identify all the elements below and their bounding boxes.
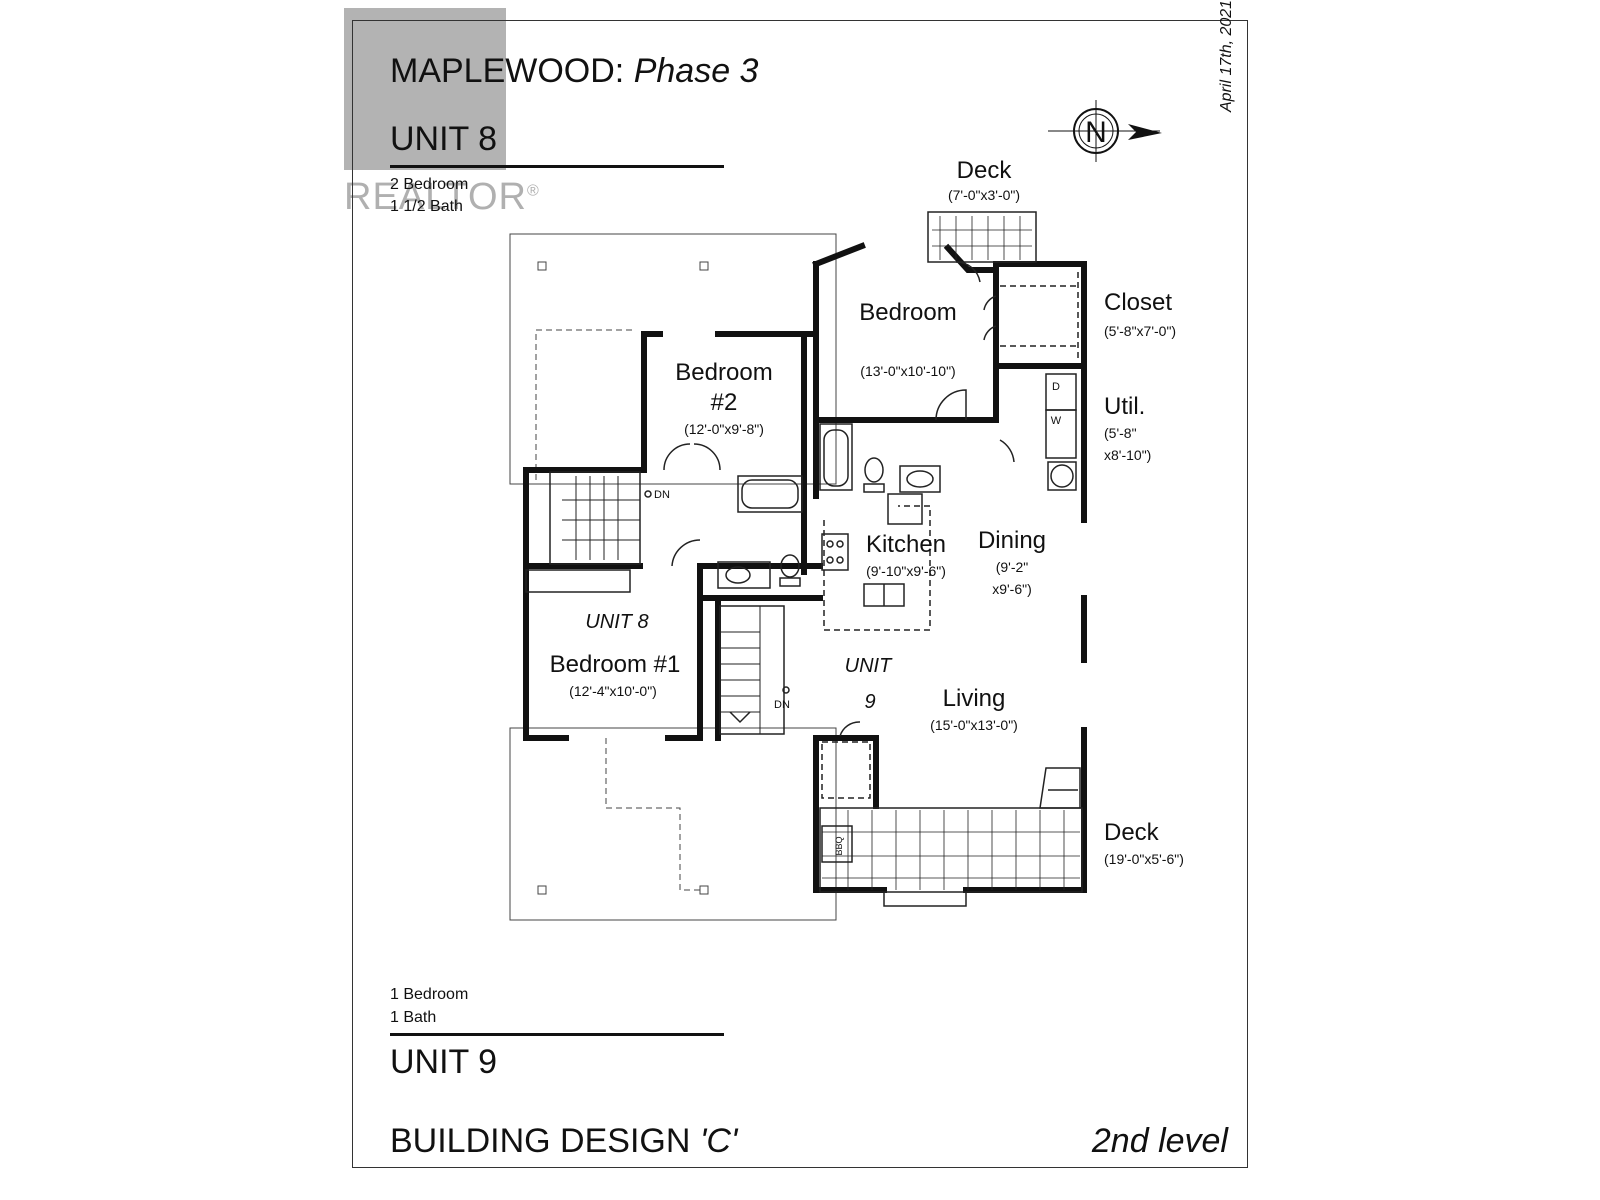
realtor-watermark-logo bbox=[344, 8, 506, 170]
svg-text:#2: #2 bbox=[711, 389, 738, 416]
unit-9-title: UNIT 9 bbox=[390, 1043, 498, 1081]
svg-text:Deck: Deck bbox=[1104, 819, 1160, 846]
room-labels: Deck (7'-0"x3'-0") Bedroom (13'-0"x10'-1… bbox=[550, 157, 1184, 867]
project-title: MAPLEWOOD: Phase 3 bbox=[390, 52, 759, 90]
building-design-label: BUILDING DESIGN 'C' bbox=[390, 1122, 738, 1160]
svg-text:Bedroom #1: Bedroom #1 bbox=[550, 651, 681, 678]
svg-text:9: 9 bbox=[864, 691, 875, 713]
svg-text:(15'-0"x13'-0"): (15'-0"x13'-0") bbox=[930, 717, 1018, 733]
svg-text:Closet: Closet bbox=[1104, 289, 1172, 316]
svg-text:(5'-8"x7'-0"): (5'-8"x7'-0") bbox=[1104, 323, 1176, 339]
svg-text:N: N bbox=[1085, 116, 1107, 149]
svg-text:(19'-0"x5'-6"): (19'-0"x5'-6") bbox=[1104, 851, 1184, 867]
unit-9-bedrooms: 1 Bedroom bbox=[390, 986, 469, 1003]
unit-9-overline bbox=[390, 1033, 724, 1036]
exterior-walls bbox=[523, 242, 1087, 893]
level-label: 2nd level bbox=[1091, 1122, 1228, 1160]
svg-text:UNIT: UNIT bbox=[845, 655, 893, 677]
svg-text:x9'-6"): x9'-6") bbox=[992, 581, 1032, 597]
svg-text:Bedroom: Bedroom bbox=[675, 359, 772, 386]
svg-text:Kitchen: Kitchen bbox=[866, 531, 946, 558]
svg-text:(12'-4"x10'-0"): (12'-4"x10'-0") bbox=[569, 683, 657, 699]
svg-text:(9'-10"x9'-6"): (9'-10"x9'-6") bbox=[866, 563, 946, 579]
realtor-watermark-text: REALTOR® bbox=[344, 176, 540, 218]
top-deck bbox=[927, 211, 1037, 263]
svg-text:UNIT 8: UNIT 8 bbox=[585, 611, 648, 633]
svg-text:(12'-0"x9'-8"): (12'-0"x9'-8") bbox=[684, 421, 764, 437]
svg-text:Dining: Dining bbox=[978, 527, 1046, 554]
interior-fixtures bbox=[525, 261, 1081, 809]
unit-8-bedrooms: 2 Bedroom bbox=[390, 176, 469, 193]
svg-text:Util.: Util. bbox=[1104, 393, 1145, 420]
unit-8-underline bbox=[390, 165, 724, 168]
svg-text:W: W bbox=[1051, 415, 1062, 427]
svg-text:Bedroom: Bedroom bbox=[859, 299, 956, 326]
svg-text:(9'-2": (9'-2" bbox=[996, 559, 1029, 575]
svg-text:x8'-10"): x8'-10") bbox=[1104, 447, 1151, 463]
north-arrow-icon: N bbox=[1048, 100, 1162, 162]
svg-text:Living: Living bbox=[943, 685, 1006, 712]
unit-8-roof-outline bbox=[509, 233, 837, 921]
svg-text:DN: DN bbox=[774, 699, 790, 711]
floor-plan-sheet bbox=[352, 20, 1248, 1168]
bottom-deck bbox=[819, 807, 1083, 907]
svg-text:(5'-8": (5'-8" bbox=[1104, 425, 1137, 441]
svg-text:Deck: Deck bbox=[957, 157, 1013, 184]
unit-8-baths: 1 1/2 Bath bbox=[390, 198, 463, 215]
unit-9-baths: 1 Bath bbox=[390, 1009, 437, 1026]
svg-text:DN: DN bbox=[654, 489, 670, 501]
svg-text:BBQ: BBQ bbox=[834, 836, 844, 855]
svg-text:(13'-0"x10'-10"): (13'-0"x10'-10") bbox=[860, 363, 955, 379]
unit-8-title: UNIT 8 bbox=[390, 120, 498, 158]
svg-text:D: D bbox=[1052, 381, 1060, 393]
svg-text:(7'-0"x3'-0"): (7'-0"x3'-0") bbox=[948, 187, 1020, 203]
